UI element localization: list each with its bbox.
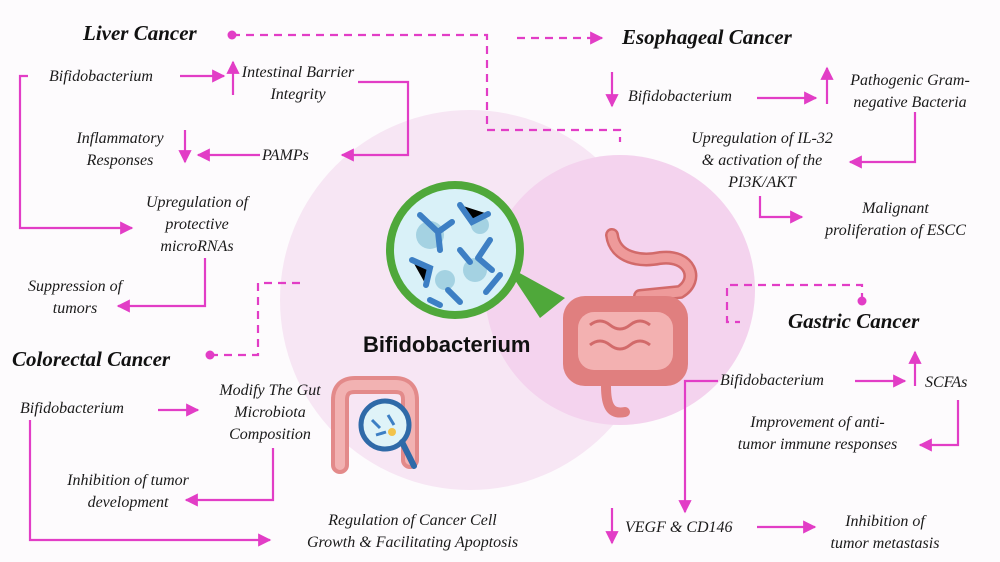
center-label: Bifidobacterium xyxy=(363,332,531,357)
gastric-scfas-node: SCFAs xyxy=(925,374,968,391)
dashed-link-liver-esophageal xyxy=(232,33,622,142)
liver-bifido-node: Bifidobacterium xyxy=(49,68,153,85)
arrow-colorectal-bifido-regulation xyxy=(28,420,272,547)
arrow-liver-barrier-pamps xyxy=(340,80,410,162)
arrow-gastric-scfas-improvement xyxy=(918,400,960,452)
bifidobacteria-icon xyxy=(409,202,503,308)
arrow-gastric-bifido-vegf xyxy=(678,379,718,514)
colorectal-title-dot xyxy=(205,350,215,360)
magnifier-pointer xyxy=(505,265,565,318)
gastric-bifido-node: Bifidobacterium xyxy=(720,372,824,389)
arrow-esophageal-il32-malignant xyxy=(758,196,804,224)
liver-title-dot xyxy=(227,30,237,40)
esophageal-pathogenic-node: Pathogenic Gram-negative Bacteria xyxy=(850,72,970,111)
gastric-vegf-node: VEGF & CD146 xyxy=(625,519,733,536)
arrow-liver-bifido-microrna xyxy=(18,74,134,235)
gut-icon xyxy=(563,228,698,418)
arrow-colorectal-modify-inhibition xyxy=(184,448,275,507)
arrow-esophageal-pathogenic-il32 xyxy=(848,112,917,169)
esophageal-cancer-title: Esophageal Cancer xyxy=(622,25,792,49)
colorectal-bifido-node: Bifidobacterium xyxy=(20,400,124,417)
esophageal-bifido-node: Bifidobacterium xyxy=(628,88,732,105)
gastric-cancer-title: Gastric Cancer xyxy=(788,309,920,333)
dashed-link-colorectal xyxy=(210,281,300,357)
colon-magnifier-icon xyxy=(331,376,419,474)
arrow-liver-microrna-suppression xyxy=(116,258,207,313)
gastric-improvement-node: Improvement of anti-tumor immune respons… xyxy=(737,414,898,453)
colorectal-cancer-title: Colorectal Cancer xyxy=(12,347,171,371)
gastric-title-dot xyxy=(857,296,867,306)
esophageal-il32-node: Upregulation of IL-32& activation of the… xyxy=(691,130,833,191)
liver-cancer-title: Liver Cancer xyxy=(83,21,197,45)
liver-pamps-node: PAMPs xyxy=(262,147,309,164)
